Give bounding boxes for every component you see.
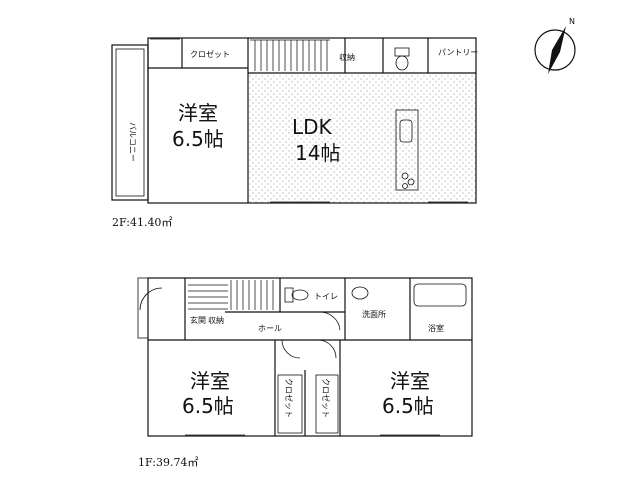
- second-floor: バルコニー クロゼット 収納 パントリー: [111, 37, 478, 229]
- western-room-1f-left-size: 6.5帖: [182, 394, 234, 418]
- kitchen-counter: [395, 109, 419, 191]
- area-label-1f: 1F:39.74㎡: [138, 456, 198, 469]
- ldk-size: 14帖: [295, 141, 340, 165]
- entrance-label: 玄関: [190, 315, 206, 325]
- compass-label: N: [569, 17, 575, 26]
- ldk-name: LDK: [292, 115, 333, 139]
- closet-label-2f: クロゼット: [190, 49, 230, 59]
- toilet-icon: [394, 47, 410, 71]
- area-label-2f: 2F:41.40㎡: [112, 216, 172, 229]
- storage-label-1f: 収納: [208, 315, 224, 325]
- stairs-2f: [250, 40, 330, 71]
- stove-icon: [401, 172, 415, 189]
- bath-label: 浴室: [428, 323, 444, 333]
- western-room-2f-name: 洋室: [178, 101, 218, 125]
- pantry-label: パントリー: [438, 48, 478, 57]
- first-floor-outline: [147, 277, 473, 437]
- bathtub: [413, 283, 467, 307]
- stairs-1f: [188, 280, 228, 310]
- toilet-label: トイレ: [314, 292, 338, 301]
- storage-label-2f: 収納: [339, 52, 355, 62]
- toilet-icon: [284, 287, 309, 303]
- western-room-1f-right-name: 洋室: [390, 369, 430, 393]
- western-room-1f-right-size: 6.5帖: [382, 394, 434, 418]
- balcony: [111, 44, 149, 201]
- sink-icon: [351, 286, 369, 300]
- balcony-label: バルコニー: [128, 122, 137, 162]
- ldk-floor: [248, 73, 476, 203]
- western-room-1f-left-name: 洋室: [190, 369, 230, 393]
- closet-label-1f-left: クロゼット: [284, 378, 294, 418]
- washroom-label: 洗面所: [362, 309, 386, 319]
- closet-label-1f-right: クロゼット: [321, 378, 331, 418]
- western-room-2f-size: 6.5帖: [172, 127, 224, 151]
- first-floor: トイレ 洗面所 浴室 玄関 収納 ホール クロゼット クロゼット 洋室 6.5帖…: [137, 277, 473, 469]
- north-arrow-icon: N: [534, 17, 576, 74]
- hall-label: ホール: [258, 324, 282, 333]
